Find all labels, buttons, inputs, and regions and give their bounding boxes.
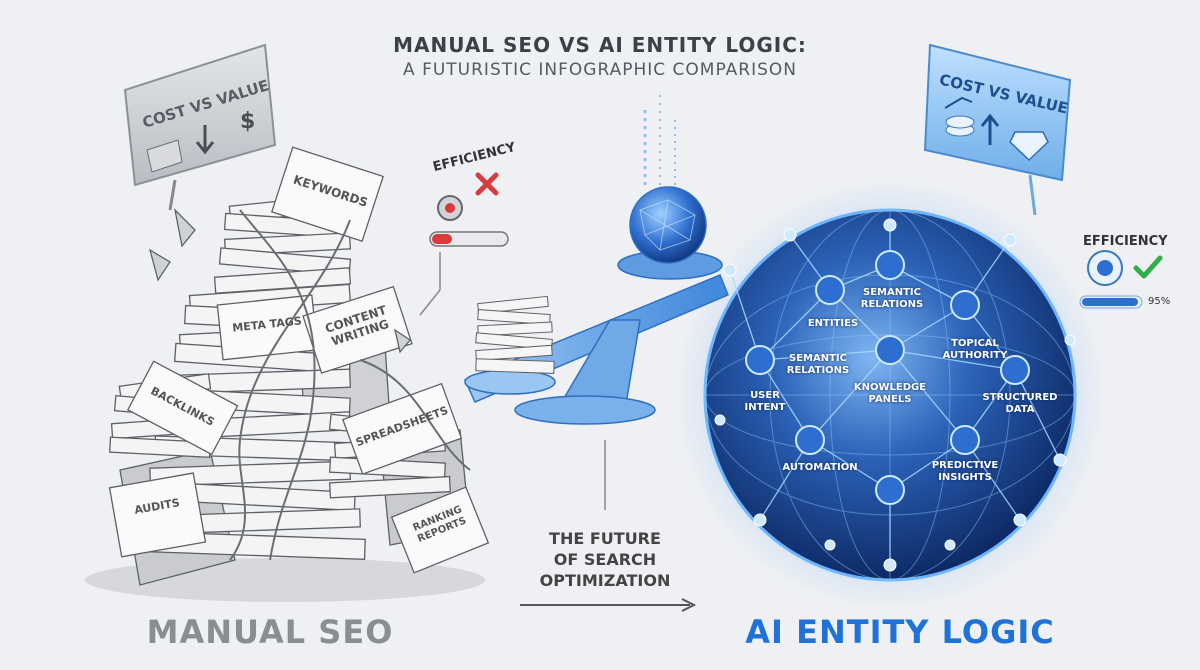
efficiency-gauge-manual	[419, 172, 509, 316]
node-entities: ENTITIES	[807, 318, 859, 329]
node-knowledge-panels: KNOWLEDGE PANELS	[853, 382, 927, 405]
svg-text:$: $	[240, 109, 255, 134]
node-automation: AUTOMATION	[782, 462, 858, 473]
cost-value-sign-manual: $	[123, 43, 277, 211]
node-structured-data: STRUCTURED DATA	[982, 392, 1058, 415]
node-semantic-relations-left: SEMANTIC RELATIONS	[786, 353, 850, 376]
efficiency-label-ai: EFFICIENCY	[1083, 234, 1168, 249]
node-semantic-relations-top: SEMANTIC RELATIONS	[860, 287, 924, 310]
efficiency-gauge-ai	[1079, 250, 1163, 309]
ai-entity-logic-heading: AI ENTITY LOGIC	[745, 613, 1055, 651]
node-predictive-insights: PREDICTIVE INSIGHTS	[931, 460, 999, 483]
node-user-intent: USER INTENT	[744, 390, 786, 413]
future-caption: THE FUTURE OF SEARCH OPTIMIZATION	[539, 529, 671, 590]
page-subtitle: A FUTURISTIC INFOGRAPHIC COMPARISON	[403, 60, 797, 80]
page-title: MANUAL SEO VS AI ENTITY LOGIC:	[393, 33, 807, 57]
paper-pile	[85, 146, 490, 602]
efficiency-value-ai: 95%	[1148, 296, 1171, 307]
cost-value-sign-ai	[923, 43, 1072, 216]
entity-globe	[675, 180, 1105, 610]
manual-seo-heading: MANUAL SEO	[146, 613, 394, 651]
node-topical-authority: TOPICAL AUTHORITY	[942, 338, 1008, 361]
